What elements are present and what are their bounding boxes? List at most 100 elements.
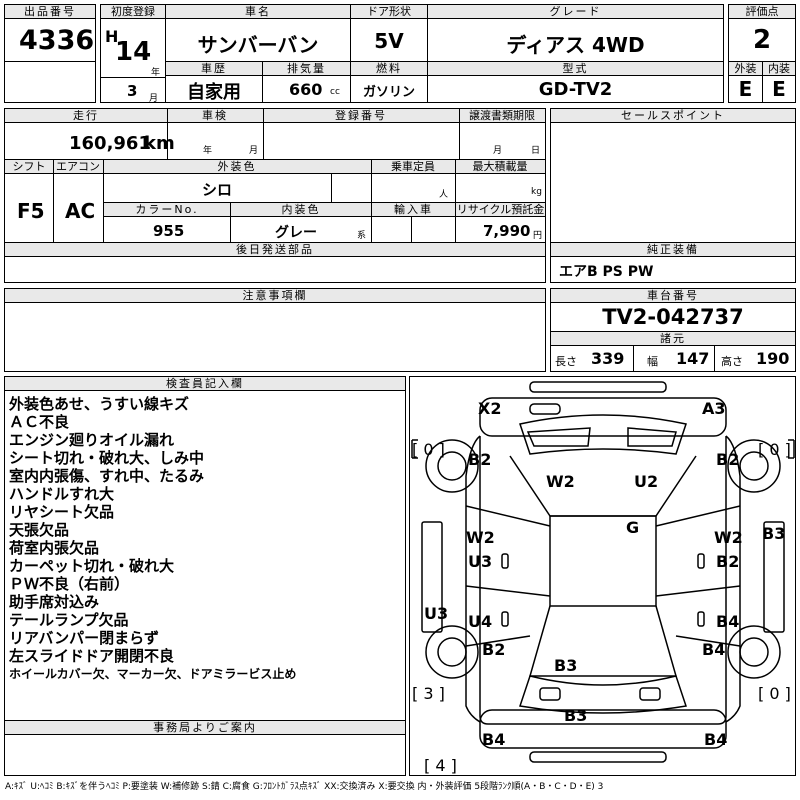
inspection-month-unit: 月 (249, 146, 259, 156)
chassis-box: 車台番号 TV2-042737 諸元 長さ 339 幅 147 高さ 190 (550, 288, 796, 372)
mileage-unit: km (144, 133, 175, 154)
car-name: サンバーバン (197, 33, 319, 57)
registration-month-unit: 月 (149, 94, 159, 104)
color-no: 955 (153, 222, 185, 240)
mileage: 160,961 (69, 133, 151, 154)
car-diagram-box (409, 376, 796, 776)
specs-label: 諸元 (551, 331, 795, 346)
mark-rear-right: B4 (704, 730, 728, 749)
aircon: AC (65, 199, 96, 223)
equipment: エアB PS PW (559, 264, 654, 280)
issue-item: シート切れ・破れ大、しみ中 (9, 449, 205, 467)
door-box: ドア形状 5V (350, 4, 428, 62)
registration-box: 初度登録 H 14 年 3 月 (100, 4, 166, 104)
mark-rear-left: B4 (482, 730, 506, 749)
grade-box: グレード ディアス 4WD (427, 4, 724, 62)
max-load-label: 最大積載量 (455, 160, 545, 174)
interior-grade-label: 内装 (763, 62, 795, 76)
office-label: 事務局よりご案内 (5, 720, 405, 735)
issue-item: カーペット切れ・破れ大 (9, 557, 175, 575)
max-load-unit: kg (531, 187, 542, 197)
length: 339 (591, 349, 625, 368)
issue-item: エンジン廻りオイル漏れ (9, 431, 175, 449)
mark-door-rl: U4 (468, 612, 493, 631)
recycle-label: リサイクル預託金 (456, 202, 545, 217)
registration-era: H (105, 27, 119, 46)
mark-rear-bumper: B3 (564, 706, 588, 725)
mark-door-fl-2: U3 (468, 552, 493, 571)
score: 2 (752, 25, 772, 55)
issue-item: ＰＷ不良（右前） (9, 575, 130, 593)
issue-item: 天張欠品 (9, 521, 70, 539)
issue-item: 室内内張傷、すれ中、たるみ (9, 467, 205, 485)
mark-windshield-r: U2 (634, 472, 659, 491)
issue-item: 外装色あせ、うすい線キズ (9, 395, 190, 413)
car-name-label: 車名 (166, 5, 350, 19)
issue-item: ＡＣ不良 (9, 413, 70, 431)
mark-windshield-l: W2 (546, 472, 575, 491)
mark-door-fr-1: W2 (714, 528, 743, 547)
interior-color: グレー (275, 225, 317, 241)
inspection-label: 車検 (167, 109, 263, 123)
lot-number: 4336 (19, 25, 95, 56)
lot-label: 出品番号 (5, 5, 95, 19)
fuel-label: 燃料 (351, 62, 427, 76)
interior-color-unit: 系 (357, 231, 367, 241)
issue-item: リヤシート欠品 (9, 503, 115, 521)
mark-side-left: U3 (424, 604, 449, 623)
displacement: 660 (289, 80, 323, 99)
grade: ディアス 4WD (506, 33, 645, 57)
registration-year: 14 (115, 37, 152, 67)
issue-item: 荷室内張欠品 (9, 539, 100, 557)
body-color-label: 外装色 (103, 160, 371, 174)
model: GD-TV2 (538, 79, 613, 100)
interior-grade-box: 内装 E (762, 61, 796, 103)
mark-side-right: B3 (762, 524, 786, 543)
mark-tire-rl: [ 3 ] (412, 684, 445, 703)
door-label: ドア形状 (351, 5, 427, 19)
history: 自家用 (187, 82, 241, 103)
transfer-day-unit: 日 (531, 146, 541, 156)
mark-door-fr-2: B2 (716, 552, 740, 571)
import-label: 輸入車 (372, 202, 455, 217)
legend: A:ｷｽﾞ U:ﾍｺﾐ B:ｷｽﾞを伴うﾍｺﾐ P:要塗装 W:補修跡 S:錆 … (5, 782, 604, 792)
body-color: シロ (201, 181, 232, 199)
mark-door-rr: B4 (716, 612, 740, 631)
chassis-label: 車台番号 (551, 289, 795, 303)
mark-rear-glass: B3 (554, 656, 578, 675)
fuel-box: 燃料 ガソリン (350, 61, 428, 103)
inspector-label: 検査員記入欄 (5, 377, 405, 391)
mark-fender-fl: B2 (468, 450, 492, 469)
exterior-grade: E (738, 77, 753, 101)
notes-label: 注意事項欄 (5, 289, 545, 303)
history-label: 車歴 (166, 62, 262, 76)
mark-spare: [ 4 ] (424, 756, 457, 775)
reg-number-label: 登録番号 (263, 109, 459, 123)
car-diagram (411, 381, 795, 763)
door-type: 5V (374, 29, 404, 53)
interior-color-label: 内装色 (231, 202, 371, 217)
lot-extra-box (4, 61, 96, 103)
model-box: 型式 GD-TV2 (427, 61, 724, 103)
capacity-unit: 人 (439, 190, 449, 200)
deferred-parts-label: 後日発送部品 (5, 242, 545, 257)
inspection-year-unit: 年 (203, 146, 213, 156)
mark-roof: G (626, 518, 640, 537)
mark-tire-fl: [ 0 ] (412, 440, 445, 459)
exterior-grade-label: 外装 (729, 62, 762, 76)
registration-label: 初度登録 (101, 5, 165, 19)
model-label: 型式 (428, 62, 723, 76)
height-label: 高さ (721, 355, 743, 368)
mark-quarter-rr: B4 (702, 640, 726, 659)
registration-month: 3 (127, 82, 138, 100)
issue-item: ハンドルすれ大 (9, 485, 115, 503)
score-label: 評価点 (729, 5, 795, 19)
grade-label: グレード (428, 5, 723, 19)
mark-front-right: A3 (702, 399, 726, 418)
history-box: 車歴 自家用 (165, 61, 263, 103)
mark-door-fl-1: W2 (466, 528, 495, 547)
score-box: 評価点 2 (728, 4, 796, 62)
aircon-label: エアコン (53, 160, 103, 174)
registration-year-unit: 年 (151, 68, 161, 78)
transfer-date-label: 譲渡書類期限 (459, 109, 545, 123)
